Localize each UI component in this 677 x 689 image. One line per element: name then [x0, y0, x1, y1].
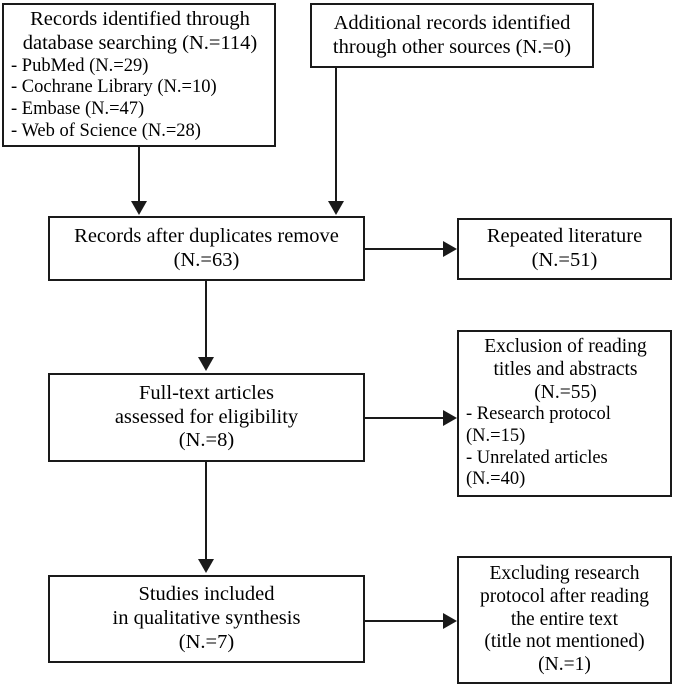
- box6-line-7: (N.=40): [466, 469, 526, 490]
- arrowhead-studies-to-excluding-protocol: [443, 613, 457, 629]
- box-exclusion-titles-abstracts: Exclusion of reading titles and abstract…: [457, 330, 672, 497]
- box-excluding-research-protocol: Excluding research protocol after readin…: [457, 556, 672, 684]
- box7-line-3: (N.=7): [178, 630, 235, 653]
- box6-line-3: (N.=55): [534, 381, 597, 403]
- box8-line-2: protocol after reading: [480, 585, 649, 607]
- arrowhead-full-text-to-exclusion: [443, 410, 457, 426]
- connector-full-text-to-exclusion: [365, 417, 445, 419]
- box-records-identified-database: Records identified through database sear…: [2, 3, 276, 147]
- box2-line-2: through other sources (N.=0): [332, 35, 572, 58]
- arrowhead-records-to-repeated-literature: [443, 241, 457, 257]
- connector-box1-to-records-after-duplicates: [138, 147, 140, 203]
- box5-line-3: (N.=8): [178, 429, 235, 452]
- arrowhead-box2-to-records-after-duplicates: [328, 201, 344, 215]
- box5-line-2: assessed for eligibility: [114, 405, 299, 428]
- box3-line-2: (N.=63): [173, 248, 240, 271]
- box6-line-2: titles and abstracts: [493, 358, 638, 380]
- box6-line-4: - Research protocol: [466, 404, 611, 425]
- connector-studies-to-excluding-protocol: [365, 620, 445, 622]
- box-additional-records-other-sources: Additional records identified through ot…: [310, 3, 594, 68]
- connector-records-to-full-text: [205, 281, 207, 359]
- box7-line-2: in qualitative synthesis: [112, 607, 301, 629]
- box1-line-2: database searching (N.=114): [22, 31, 258, 54]
- box1-line-5: - Embase (N.=47): [11, 98, 145, 119]
- box1-line-1: Records identified through: [30, 7, 250, 30]
- box6-line-1: Exclusion of reading: [484, 336, 647, 357]
- box8-line-1: Excluding research: [489, 562, 640, 584]
- box2-line-1: Additional records identified: [333, 11, 571, 34]
- arrowhead-full-text-to-studies-included: [198, 559, 214, 573]
- box7-line-1: Studies included: [138, 583, 275, 606]
- box8-line-4: (title not mentioned): [484, 631, 645, 653]
- box4-line-1: Repeated literature: [486, 225, 643, 248]
- box6-line-5: (N.=15): [466, 426, 526, 447]
- box1-line-4: - Cochrane Library (N.=10): [11, 77, 217, 98]
- box6-line-6: - Unrelated articles: [466, 447, 608, 468]
- connector-box2-to-records-after-duplicates: [335, 68, 337, 203]
- box4-line-2: (N.=51): [531, 249, 598, 271]
- box-full-text-articles: Full-text articles assessed for eligibil…: [48, 373, 365, 462]
- box1-line-6: - Web of Science (N.=28): [11, 120, 201, 141]
- box-studies-included: Studies included in qualitative synthesi…: [48, 575, 365, 663]
- box8-line-5: (N.=1): [538, 654, 591, 676]
- box-repeated-literature: Repeated literature (N.=51): [457, 218, 672, 280]
- arrowhead-box1-to-records-after-duplicates: [131, 201, 147, 215]
- box5-line-1: Full-text articles: [139, 381, 274, 404]
- box-records-after-duplicates: Records after duplicates remove (N.=63): [48, 216, 365, 281]
- box1-line-3: - PubMed (N.=29): [11, 55, 149, 76]
- connector-full-text-to-studies-included: [205, 462, 207, 561]
- box3-line-1: Records after duplicates remove: [74, 224, 339, 247]
- box8-line-3: the entire text: [510, 608, 619, 630]
- arrowhead-records-to-full-text: [198, 357, 214, 371]
- connector-records-to-repeated-literature: [365, 248, 445, 250]
